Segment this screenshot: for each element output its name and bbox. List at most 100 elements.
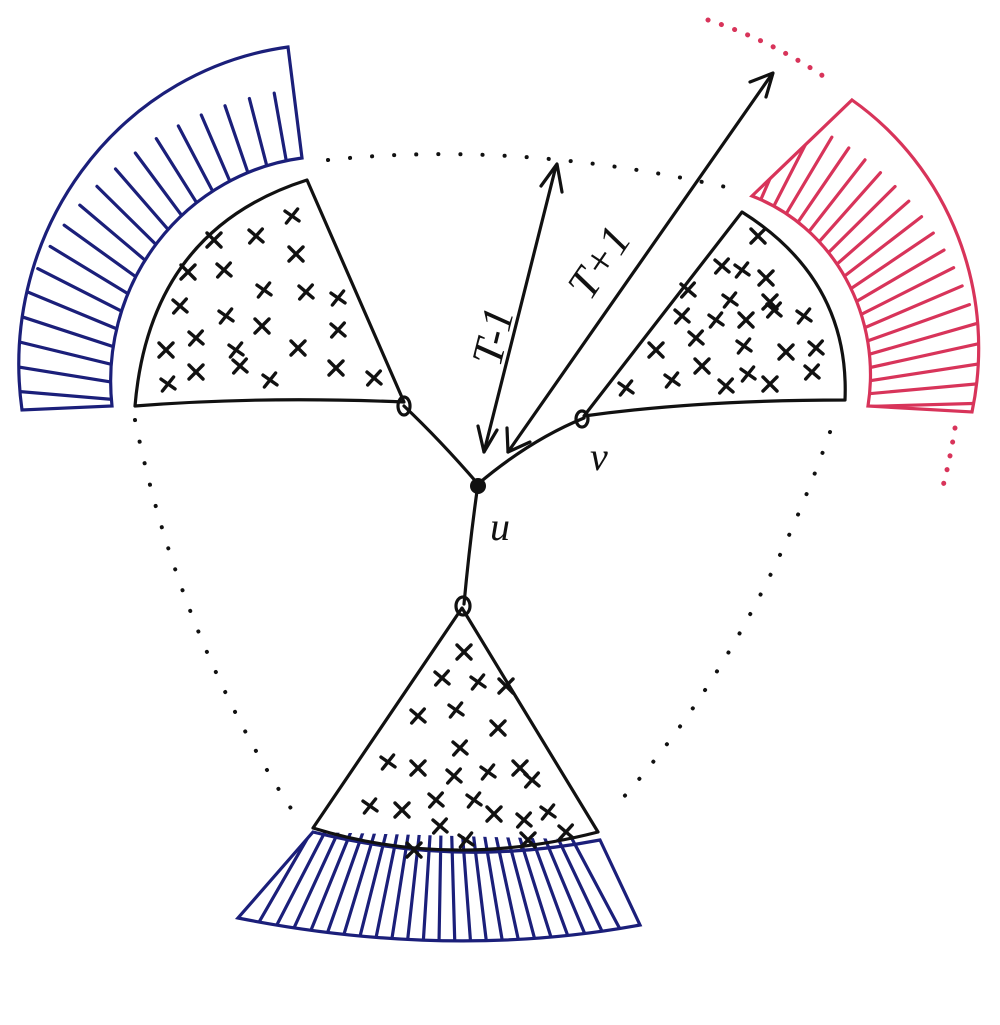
hatch-stroke <box>471 832 493 941</box>
label-v: v <box>590 434 608 479</box>
cross-mark <box>434 669 450 687</box>
cross-mark <box>664 371 680 389</box>
hatch-stroke <box>832 341 979 378</box>
cross-mark <box>714 257 730 275</box>
cross-mark <box>157 341 175 359</box>
cross-mark <box>736 337 752 355</box>
vertices <box>396 395 590 617</box>
cross-mark <box>228 341 244 359</box>
cross-mark <box>740 365 756 383</box>
cross-mark <box>734 261 750 279</box>
cross-mark <box>218 307 234 325</box>
cross-mark <box>796 307 812 325</box>
hatch-stroke <box>325 88 328 218</box>
label-u: u <box>490 504 510 549</box>
hatch-stroke <box>176 124 241 243</box>
hatch-stroke <box>460 832 475 941</box>
cross-mark <box>489 719 507 737</box>
cross-mark <box>674 307 690 325</box>
cross-mark <box>247 227 264 245</box>
cross-mark <box>448 701 464 719</box>
hatch-stroke <box>787 184 897 294</box>
cross-mark <box>808 339 824 357</box>
cross-mark <box>761 375 779 393</box>
hatch-stroke <box>794 199 911 302</box>
hatch-stroke <box>350 832 391 941</box>
cross-mark <box>718 377 734 395</box>
vertex-bottom-root <box>454 595 472 617</box>
cross-mark <box>708 311 724 329</box>
cross-mark <box>253 317 271 335</box>
cross-mark <box>480 763 496 781</box>
cross-mark <box>366 369 382 387</box>
hatch-stroke <box>18 313 144 358</box>
hatch-stroke <box>818 266 956 337</box>
cross-mark <box>524 771 540 789</box>
cross-mark <box>256 281 272 299</box>
hatch-stroke <box>18 338 140 373</box>
cross-mark <box>205 231 223 249</box>
cross-mark <box>540 803 556 821</box>
cross-mark <box>405 841 423 859</box>
cross-mark <box>160 375 176 393</box>
edge-u-bottom <box>462 482 480 606</box>
cross-mark <box>680 281 696 299</box>
hatch-stroke <box>343 89 350 219</box>
cross-mark <box>289 339 307 357</box>
cross-mark <box>761 293 779 311</box>
subtree-sector-right <box>582 210 847 418</box>
cross-mark <box>187 363 205 381</box>
arrow-t-plus-1 <box>505 71 775 454</box>
cross-mark <box>410 707 426 725</box>
cross-mark <box>722 291 738 309</box>
cross-mark <box>618 379 634 397</box>
cross-mark <box>452 739 468 757</box>
cross-mark <box>393 801 411 819</box>
hatch-stroke <box>253 832 332 931</box>
subtree-sector-top-left <box>133 178 406 408</box>
vertex-u <box>470 478 486 494</box>
hatch-stroke <box>284 832 351 941</box>
hatch-stroke <box>551 832 625 938</box>
hatch-stroke <box>384 832 411 941</box>
tree-edges <box>402 404 586 606</box>
cross-mark <box>262 371 278 389</box>
hatch-stroke <box>374 95 401 222</box>
hatch-stroke <box>449 832 458 941</box>
cross-mark <box>287 245 305 263</box>
cross-mark <box>380 753 396 771</box>
hatch-stroke <box>2 416 132 417</box>
hatch-stroke <box>436 832 443 941</box>
hatch-stroke <box>771 158 867 280</box>
edge-u-v <box>476 416 586 486</box>
cross-mark <box>485 805 503 823</box>
cross-mark <box>558 823 574 841</box>
hatch-stroke <box>481 832 510 941</box>
cross-mark <box>432 817 448 835</box>
hatch-stroke <box>25 290 149 344</box>
cross-mark <box>284 207 300 225</box>
cross-mark <box>409 759 427 777</box>
cross-mark <box>428 791 444 809</box>
cross-mark <box>737 311 755 329</box>
cross-mark <box>215 261 233 279</box>
cross-mark <box>187 329 205 347</box>
cross-mark <box>330 321 346 339</box>
cross-mark <box>757 269 775 287</box>
label-arrow-t-plus-1: T+1 <box>558 217 641 308</box>
cross-mark <box>470 673 486 691</box>
cross-mark <box>179 263 197 281</box>
cross-mark <box>519 831 537 849</box>
cross-mark <box>804 363 820 381</box>
hatch-stroke <box>779 171 883 287</box>
cross-mark <box>458 831 474 849</box>
arrow-t-minus-1 <box>476 162 564 454</box>
hatch-stroke <box>367 832 401 941</box>
cross-mark <box>298 283 314 301</box>
cross-mark <box>688 329 704 347</box>
hatch-stroke <box>752 117 798 258</box>
hatch-stroke <box>834 361 979 388</box>
hatch-stroke <box>836 401 979 409</box>
